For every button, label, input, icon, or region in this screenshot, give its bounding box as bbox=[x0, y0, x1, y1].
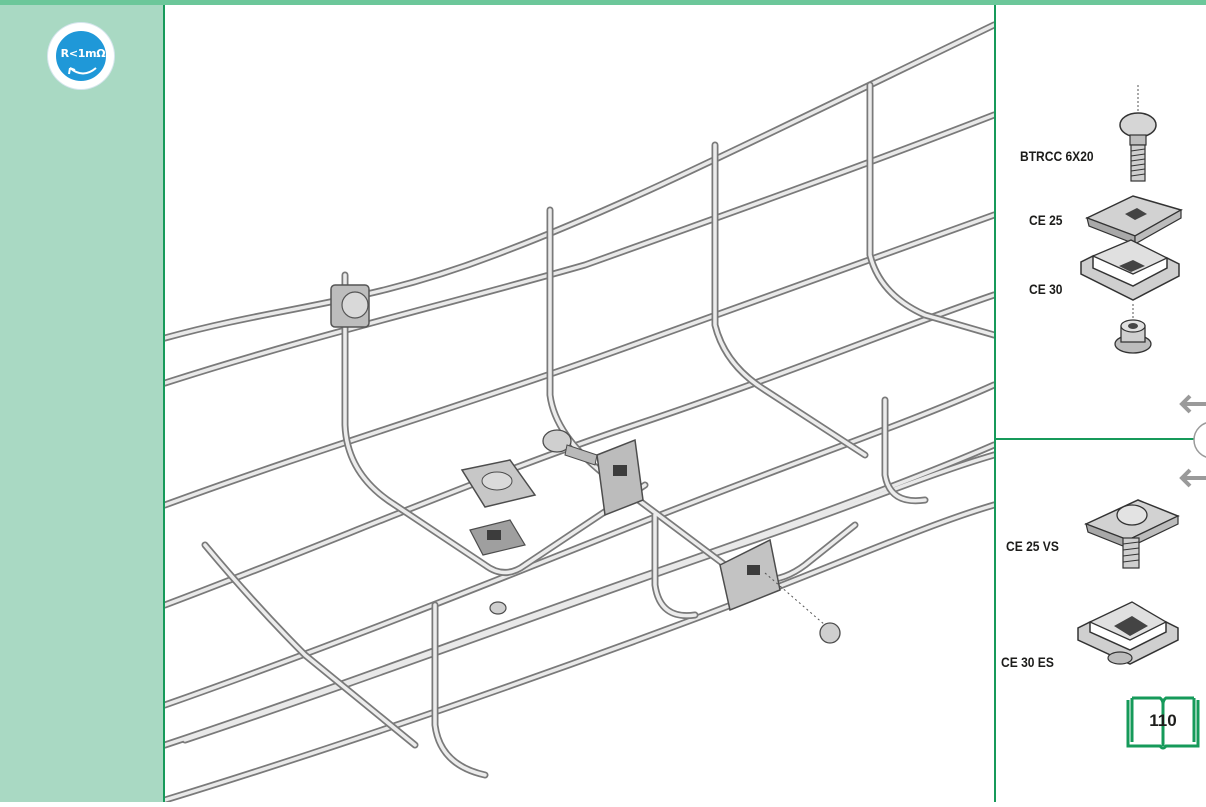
page-reference-number: 110 bbox=[1149, 711, 1177, 730]
open-book-icon bbox=[1126, 696, 1200, 750]
circular-arrow-icon bbox=[68, 67, 97, 75]
panel-divider bbox=[996, 438, 1206, 440]
part-label-ce30es: CE 30 ES bbox=[1001, 654, 1054, 670]
page-reference[interactable]: 110 bbox=[1126, 694, 1200, 752]
parts-panel bbox=[994, 5, 1206, 802]
badge-text: R<1mΩ bbox=[60, 47, 106, 60]
top-border bbox=[0, 0, 1206, 5]
left-sidebar: R<1mΩ bbox=[0, 5, 165, 802]
navigation-arrows bbox=[1179, 394, 1206, 488]
arrow-left-icon bbox=[1179, 394, 1206, 414]
quick-coupler-clip-icon bbox=[1077, 601, 1179, 665]
circle-icon bbox=[1193, 422, 1206, 458]
coupler-clip-icon bbox=[1080, 239, 1180, 301]
cable-tray-assembly-illustration bbox=[161, 21, 998, 804]
part-label-btrcc: BTRCC 6X20 bbox=[1020, 148, 1094, 164]
part-label-ce30: CE 30 bbox=[1029, 281, 1063, 297]
earthing-continuity-icon: R<1mΩ bbox=[54, 29, 108, 83]
carriage-bolt-icon bbox=[1119, 85, 1157, 182]
flange-nut-icon bbox=[1114, 304, 1152, 354]
earthing-continuity-badge: R<1mΩ bbox=[48, 23, 114, 89]
part-label-ce25: CE 25 bbox=[1029, 212, 1063, 228]
coupler-plate-with-screw-icon bbox=[1084, 499, 1180, 569]
arrow-left-icon bbox=[1179, 468, 1206, 488]
part-label-ce25vs: CE 25 VS bbox=[1006, 538, 1059, 554]
cable-tray-illustration bbox=[161, 5, 998, 804]
